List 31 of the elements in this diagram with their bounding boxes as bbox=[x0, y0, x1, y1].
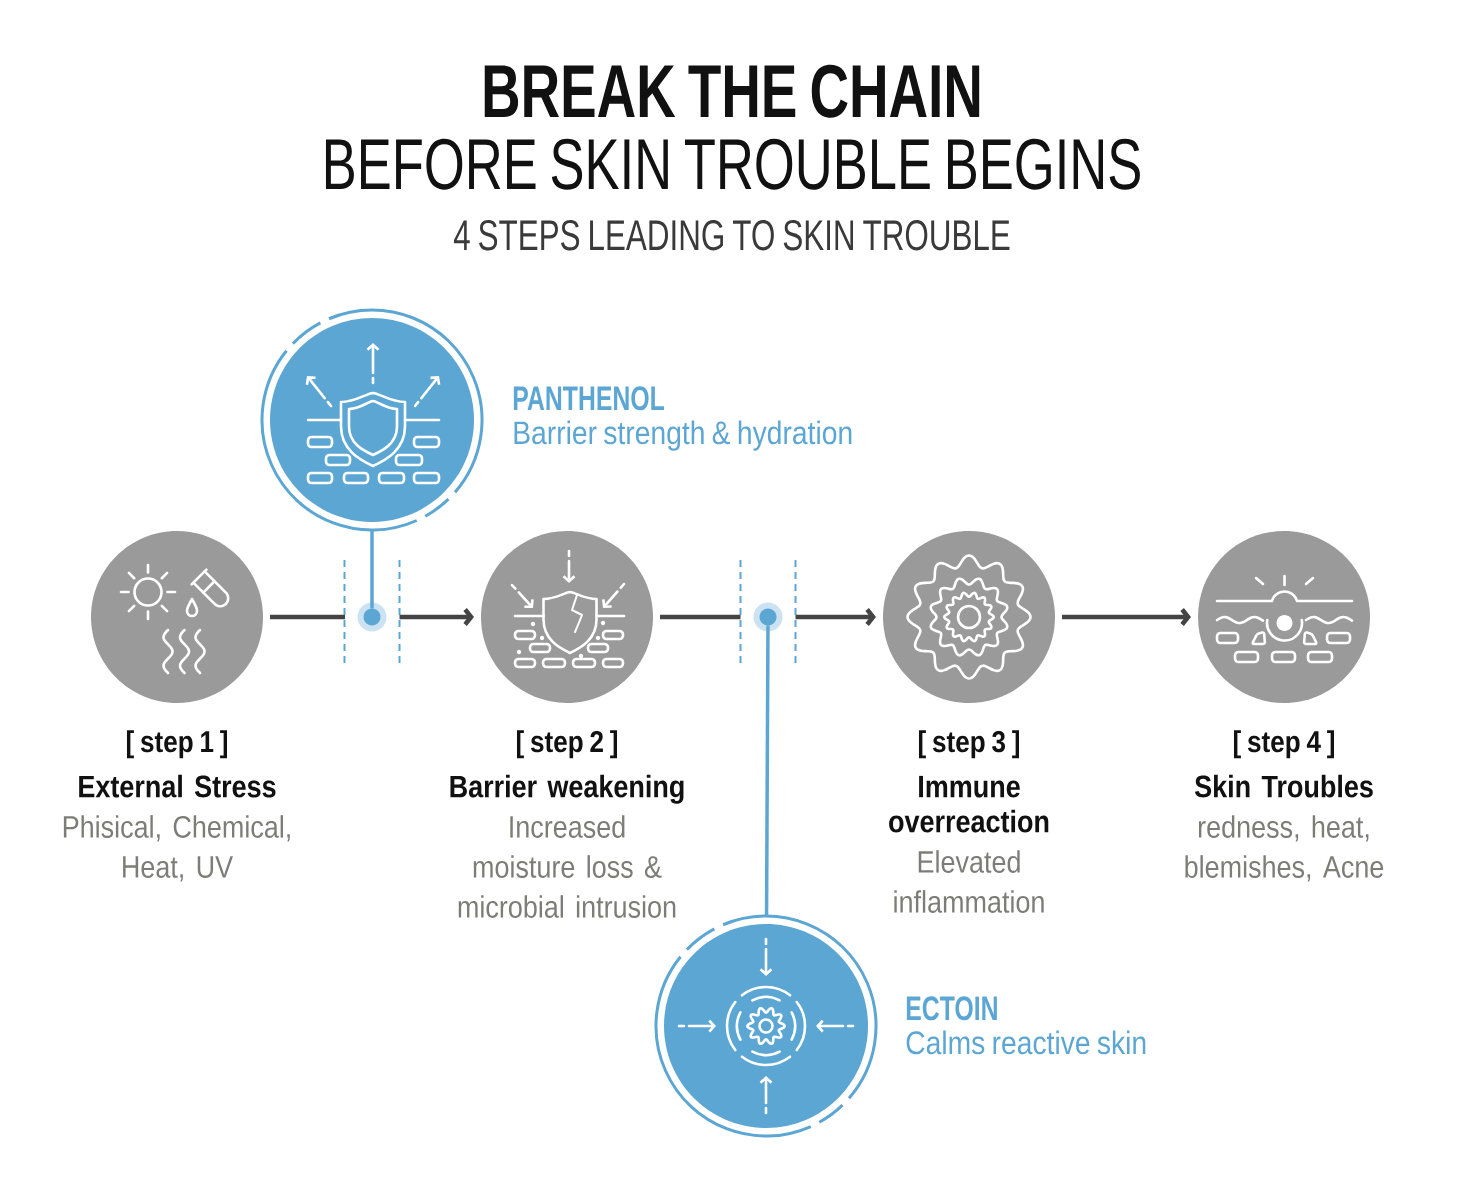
step-number: [ step 3 ] bbox=[919, 730, 1019, 759]
step-description: Phisical, Chemical, Heat, UV bbox=[63, 815, 290, 882]
step-title: Skin Troubles bbox=[1194, 774, 1373, 798]
step-circle bbox=[1198, 531, 1370, 703]
connector-line bbox=[270, 614, 345, 620]
arrow bbox=[795, 608, 876, 626]
arrow bbox=[399, 608, 474, 626]
ingredient-name: ECTOIN bbox=[906, 996, 997, 1021]
connector-line bbox=[764, 625, 770, 917]
ingredient-circle bbox=[260, 308, 484, 532]
ingredient-benefit: Calms reactive skin bbox=[906, 1030, 1146, 1055]
step-title: External Stress bbox=[79, 774, 276, 798]
step-circle bbox=[883, 531, 1055, 703]
connector-line bbox=[660, 614, 741, 620]
connector-line bbox=[370, 530, 374, 609]
arrow bbox=[1062, 608, 1191, 626]
ingredient-benefit: Barrier strength & hydration bbox=[514, 420, 852, 451]
step-description: Increased moisture loss & microbial intrusion bbox=[458, 815, 676, 918]
step-title: Immune overreaction bbox=[889, 775, 1049, 833]
step-description: Elevated inflammation bbox=[894, 850, 1044, 913]
step-number: [ step 1 ] bbox=[127, 730, 227, 759]
step-circle bbox=[481, 531, 653, 703]
step-description: redness, heat, blemishes, Acne bbox=[1185, 815, 1384, 882]
heading: BREAK THE CHAIN bbox=[484, 64, 980, 118]
step-title: Barrier weakening bbox=[450, 774, 684, 804]
ingredient-name: PANTHENOL bbox=[513, 386, 665, 411]
step-circle bbox=[91, 531, 263, 703]
subheading: 4 STEPS LEADING TO SKIN TROUBLE bbox=[453, 219, 1010, 251]
heading: BEFORE SKIN TROUBLE BEGINS bbox=[325, 138, 1140, 190]
step-number: [ step 4 ] bbox=[1234, 730, 1334, 759]
step-number: [ step 2 ] bbox=[517, 730, 617, 759]
